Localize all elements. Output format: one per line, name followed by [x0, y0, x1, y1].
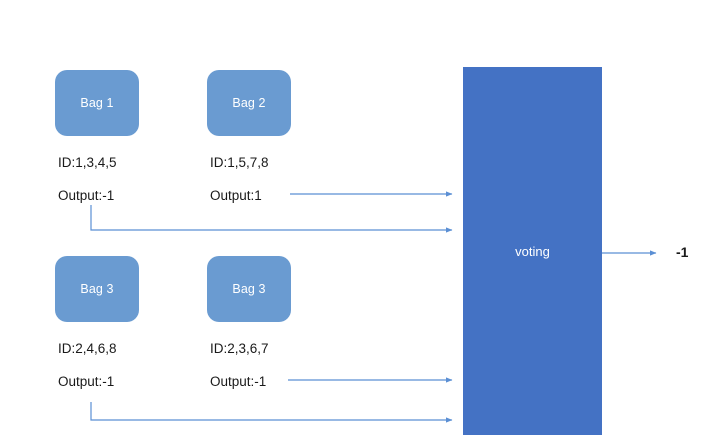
bag-3-id-label: ID:2,4,6,8 — [58, 341, 117, 356]
bag-box-4[interactable]: Bag 3 — [207, 256, 291, 322]
connector-bag3-to-voting — [90, 402, 453, 423]
voting-box-label: voting — [515, 244, 550, 259]
bag-4-output-label: Output:-1 — [210, 374, 267, 389]
final-output-value: -1 — [676, 244, 689, 260]
bag-box-1[interactable]: Bag 1 — [55, 70, 139, 136]
bag-box-4-title: Bag 3 — [232, 281, 266, 296]
bag-1-id-label: ID:1,3,4,5 — [58, 155, 117, 170]
bag-box-2-title: Bag 2 — [232, 95, 266, 110]
bag-box-2[interactable]: Bag 2 — [207, 70, 291, 136]
bag-1-output-label: Output:-1 — [58, 188, 115, 203]
voting-box[interactable]: voting — [463, 67, 602, 435]
bag-box-1-title: Bag 1 — [80, 95, 114, 110]
bag-2-id-label: ID:1,5,7,8 — [210, 155, 269, 170]
bag-box-3[interactable]: Bag 3 — [55, 256, 139, 322]
bag-2-output-label: Output:1 — [210, 188, 262, 203]
bag-4-id-label: ID:2,3,6,7 — [210, 341, 269, 356]
connector-bag1-to-voting — [90, 205, 453, 233]
bag-box-3-title: Bag 3 — [80, 281, 114, 296]
bag-3-output-label: Output:-1 — [58, 374, 115, 389]
